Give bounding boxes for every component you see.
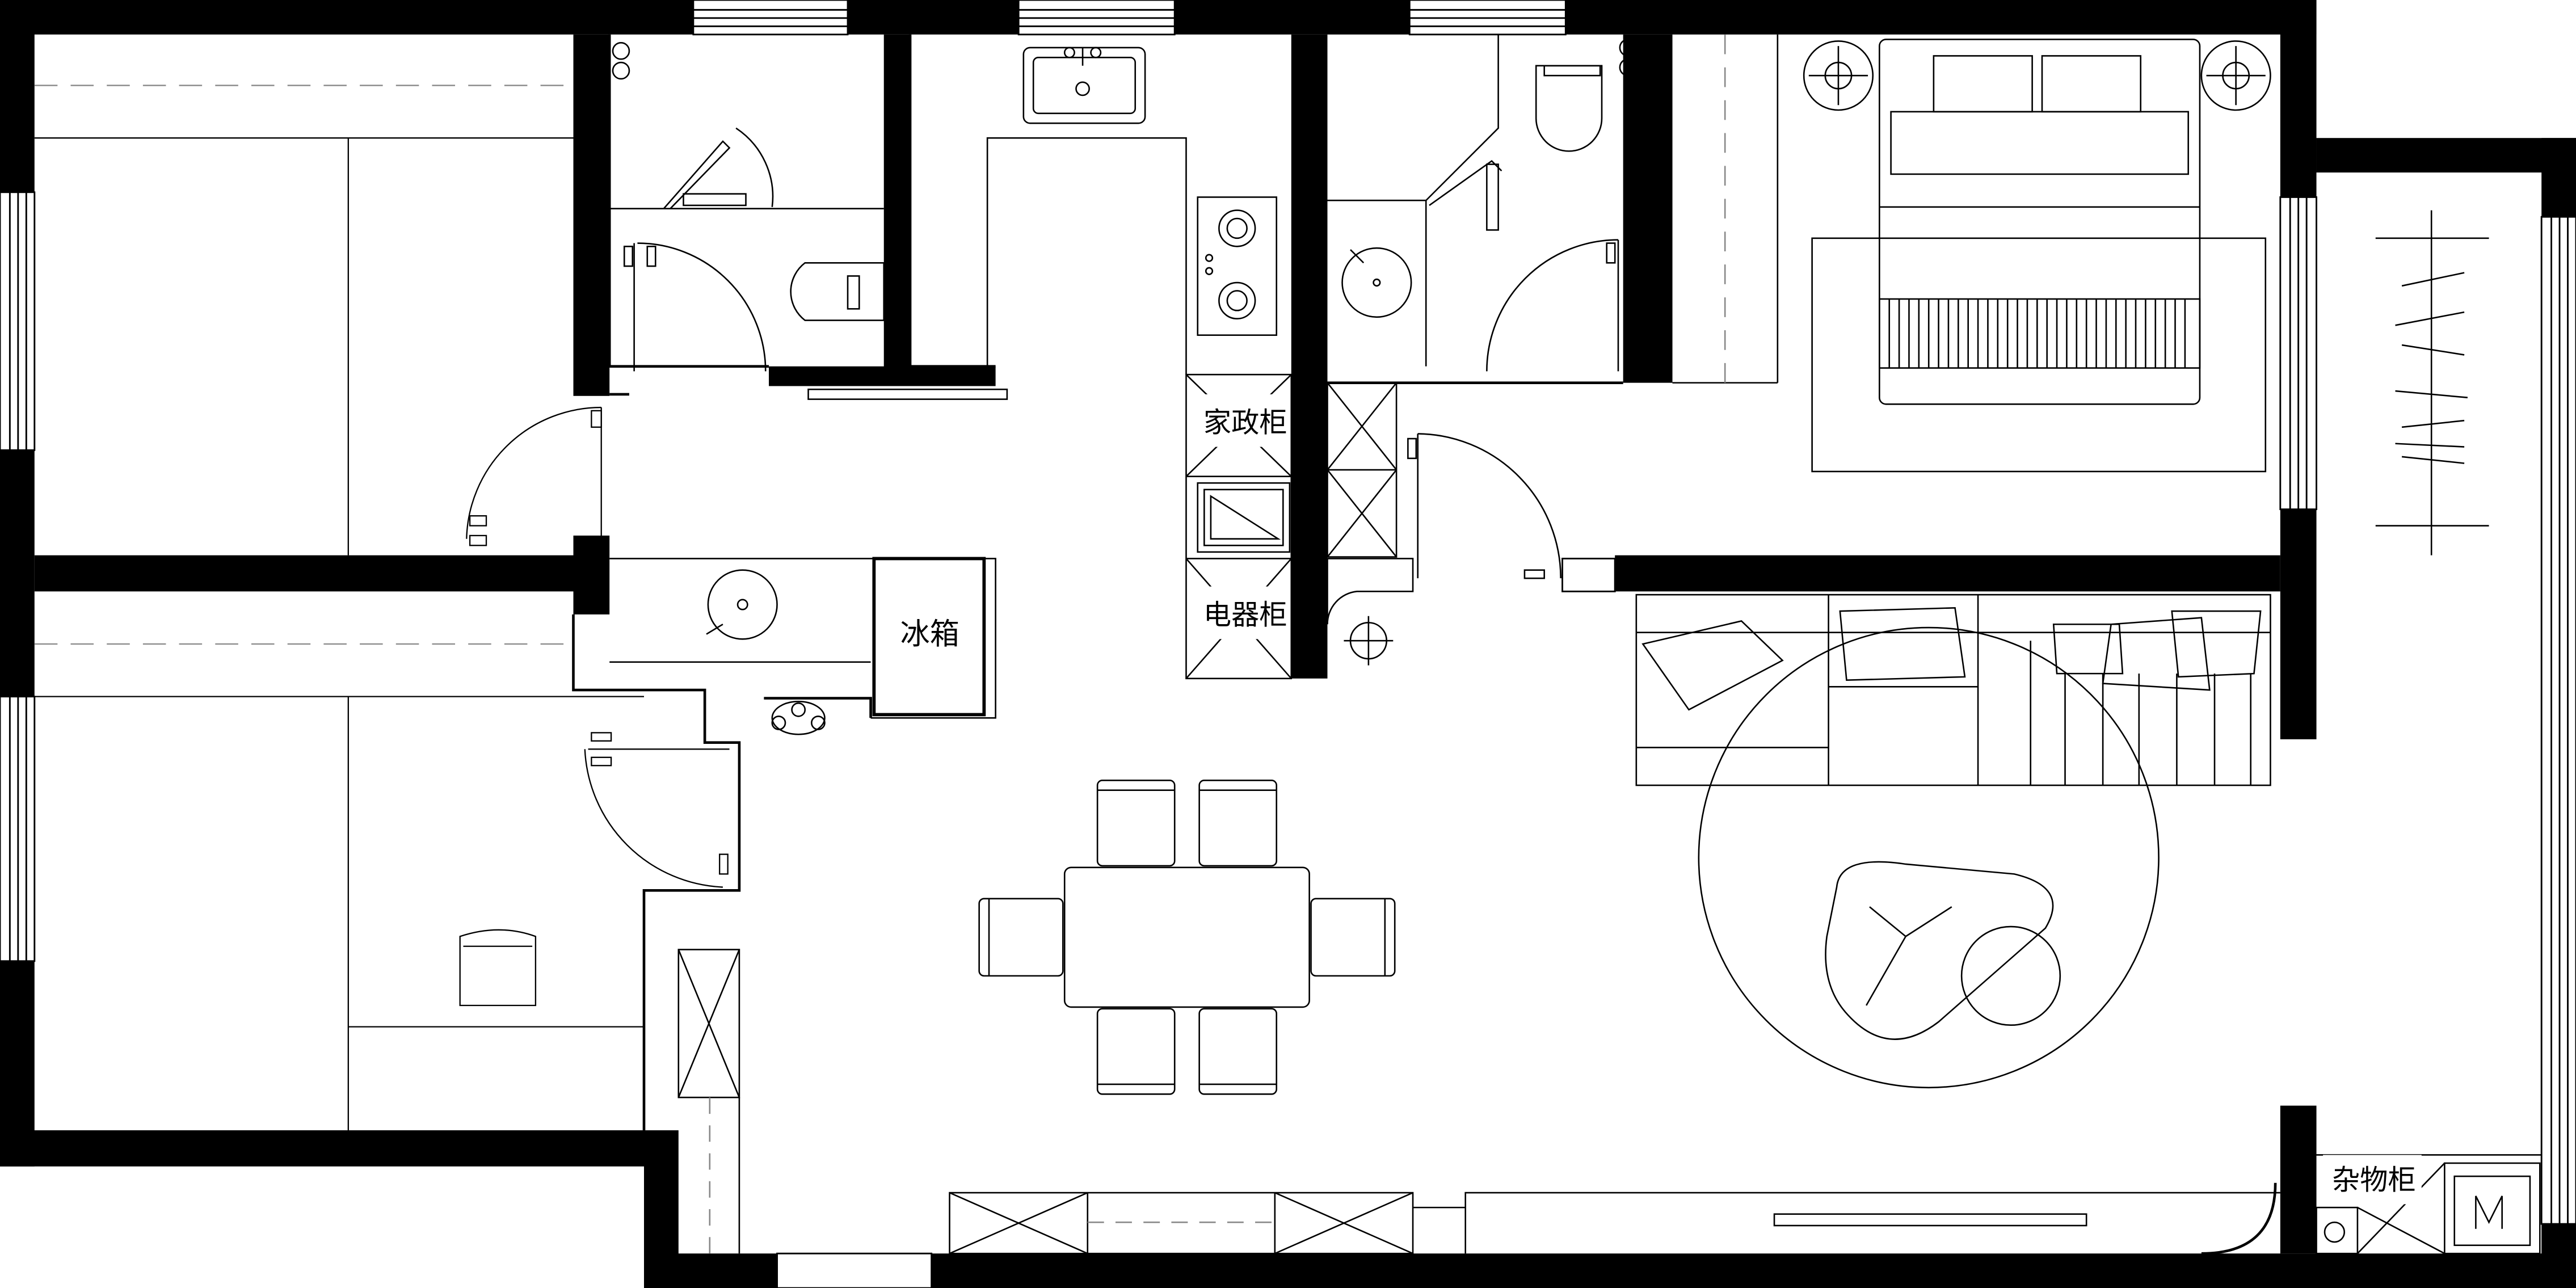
stove-icon bbox=[1197, 196, 1278, 336]
bathroom-1 bbox=[609, 41, 885, 372]
balcony bbox=[2316, 210, 2542, 1255]
toilet-icon bbox=[1535, 65, 1603, 152]
bedroom2-partition bbox=[572, 614, 741, 1131]
wall-top-4 bbox=[1565, 0, 2317, 35]
oven-icon bbox=[1197, 482, 1291, 553]
chair-icon bbox=[1096, 1008, 1176, 1095]
dining-area bbox=[978, 780, 1396, 1095]
bedroom-2 bbox=[34, 643, 730, 1131]
wall-top-2 bbox=[848, 0, 1019, 35]
wall-right-lower bbox=[2280, 1105, 2317, 1254]
bath1-partition bbox=[608, 34, 769, 368]
wall-bath-kitchen bbox=[883, 34, 911, 383]
rug-icon bbox=[1811, 237, 2267, 473]
sink-icon bbox=[1022, 47, 1146, 124]
refrigerator-icon bbox=[872, 557, 986, 717]
shower-icon bbox=[663, 127, 774, 209]
bedroom-1 bbox=[34, 85, 602, 555]
master-bedroom bbox=[1672, 34, 2271, 473]
bed-icon bbox=[1879, 39, 2201, 405]
wall-right-upper-2 bbox=[2280, 509, 2317, 739]
wall-balcony-right-1 bbox=[2541, 138, 2576, 217]
wall-pillar bbox=[1561, 557, 1616, 592]
window-icon bbox=[2540, 216, 2576, 1225]
label-storage-cabinet: 杂物柜 bbox=[2332, 1163, 2416, 1196]
chair-icon bbox=[978, 898, 1064, 977]
wall-vert-left-mid bbox=[573, 535, 610, 614]
wall-bottom-2 bbox=[931, 1253, 2576, 1288]
wall-vert-left-top bbox=[573, 34, 610, 396]
wall-left-2 bbox=[0, 450, 35, 697]
laundry-wall bbox=[764, 697, 872, 718]
wall-top-1 bbox=[0, 0, 693, 35]
curved-corner bbox=[2201, 1182, 2277, 1255]
wall-left-1 bbox=[0, 0, 35, 192]
chair-icon bbox=[1198, 780, 1278, 867]
dining-table-icon bbox=[1063, 866, 1310, 1008]
wall-master-bath bbox=[1623, 34, 1673, 383]
chair-icon bbox=[459, 929, 537, 1007]
lamp-icon bbox=[771, 701, 826, 735]
laundry-area bbox=[609, 557, 996, 735]
chair-icon bbox=[1096, 780, 1176, 867]
washing-machine-icon bbox=[2444, 1162, 2541, 1255]
door-swing-icon bbox=[466, 406, 602, 546]
window-icon bbox=[1017, 0, 1176, 36]
entry bbox=[677, 949, 740, 1254]
kitchen-left-partition bbox=[908, 34, 996, 368]
bottom-cabinets bbox=[949, 1192, 2280, 1255]
shower-icon bbox=[1429, 160, 1502, 231]
window-icon bbox=[2279, 196, 2317, 511]
living-room bbox=[1635, 594, 2271, 1089]
chair-icon bbox=[1198, 1008, 1278, 1095]
wall-bottom-left bbox=[0, 1130, 644, 1167]
wall-balcony-right-2 bbox=[2541, 1224, 2576, 1288]
window-icon bbox=[692, 0, 849, 36]
door-swing-icon bbox=[623, 242, 767, 372]
wall-master-bottom bbox=[1615, 555, 2280, 592]
window-icon bbox=[776, 1252, 933, 1288]
door-swing-icon bbox=[1407, 433, 1561, 579]
label-housekeeping-cabinet: 家政柜 bbox=[1203, 406, 1287, 439]
partitions bbox=[572, 34, 2277, 1255]
chair-icon bbox=[1310, 898, 1396, 977]
lamp-icon bbox=[1803, 40, 1874, 111]
wall-mid-left bbox=[34, 555, 577, 592]
window-icon bbox=[0, 191, 36, 451]
label-appliance-cabinet: 电器柜 bbox=[1203, 598, 1287, 631]
sink-icon bbox=[1341, 247, 1412, 318]
sink-icon bbox=[706, 569, 778, 640]
window-icon bbox=[0, 696, 36, 962]
closet bbox=[1327, 382, 1561, 666]
wall-right-upper-1 bbox=[2280, 0, 2317, 197]
coffee-table-icon bbox=[1825, 861, 2061, 1040]
wall-balcony-top bbox=[2316, 138, 2576, 173]
door-swing-icon bbox=[584, 732, 730, 888]
sofa-icon bbox=[1635, 594, 2271, 786]
door-swing-icon bbox=[1486, 239, 1639, 372]
label-refrigerator: 冰箱 bbox=[900, 617, 959, 651]
toilet-icon bbox=[790, 262, 885, 321]
wall-kitchen-bottom bbox=[769, 366, 996, 386]
kitchen bbox=[807, 47, 1293, 680]
window-icon bbox=[1408, 0, 1567, 36]
lamp-icon bbox=[2200, 40, 2271, 111]
wardrobe-icon bbox=[2375, 210, 2489, 555]
rug-icon bbox=[1698, 626, 2160, 1089]
wall-top-3 bbox=[1175, 0, 1410, 35]
wall-bottom-1 bbox=[644, 1253, 777, 1288]
bathroom-2 bbox=[1327, 34, 1639, 372]
wall-center bbox=[1291, 34, 1328, 679]
